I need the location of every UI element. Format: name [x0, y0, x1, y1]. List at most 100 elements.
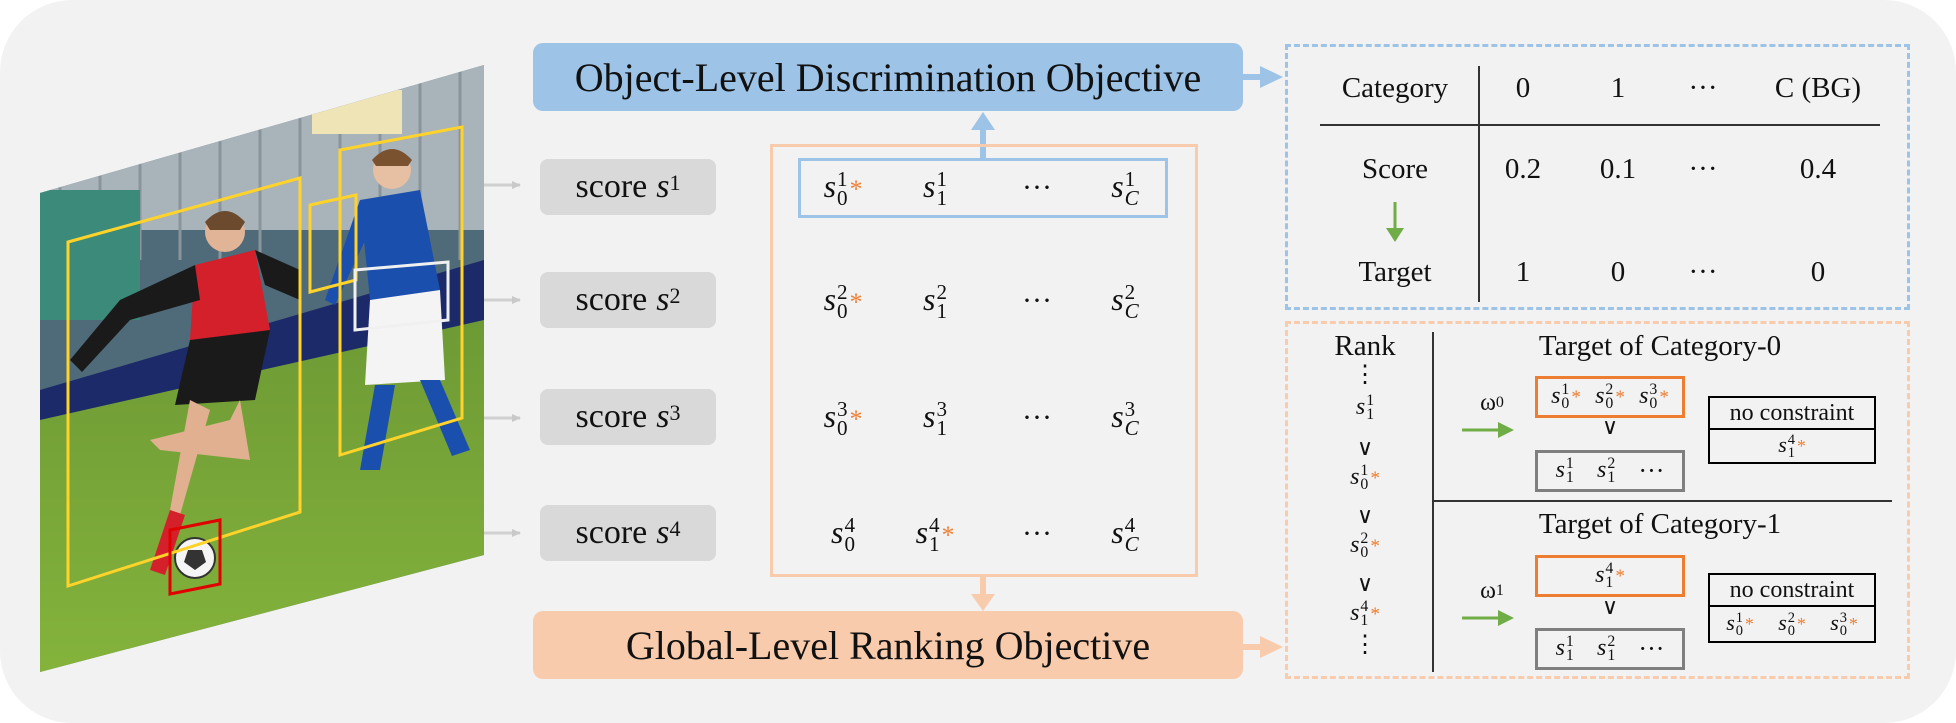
score-value: 0.4: [1799, 152, 1837, 185]
ranking-panel: [1285, 321, 1910, 679]
global-level-objective: Global-Level Ranking Objective: [533, 611, 1243, 679]
negative-ellipsis: ···: [1638, 456, 1665, 485]
target-value: ···: [1688, 255, 1718, 288]
matrix-dots: ···: [1022, 284, 1052, 317]
category-header: C (BG): [1774, 71, 1862, 104]
rank-ellipsis: ⋮: [1353, 361, 1377, 388]
score-label: score: [575, 398, 648, 435]
bbox-yellow-2: [338, 125, 464, 458]
score-var: s: [656, 398, 670, 435]
rank-ellipsis: ⋮: [1353, 631, 1377, 658]
score-index: 1: [669, 170, 681, 195]
rank-greater: ∨: [1356, 571, 1374, 596]
set-greater: ∨: [1601, 414, 1619, 439]
soccer-photo: [40, 65, 484, 672]
set-greater: ∨: [1601, 594, 1619, 619]
target-value: 0: [1810, 255, 1826, 288]
stadium-sign: [312, 90, 402, 134]
target-title: Target of Category-1: [1538, 507, 1782, 540]
rank-greater: ∨: [1356, 503, 1374, 528]
no-constraint-label: no constraint: [1708, 573, 1876, 607]
target-value: 0: [1610, 255, 1626, 288]
matrix-dots: ···: [1022, 171, 1052, 204]
bbox-red: [168, 518, 222, 596]
matrix-row-highlight: [798, 158, 1168, 218]
negative-ellipsis: ···: [1638, 634, 1665, 663]
score-label: score: [575, 514, 648, 551]
matrix-dots: ···: [1022, 401, 1052, 434]
target-value: 1: [1515, 255, 1531, 288]
table-header-rule: [1320, 124, 1880, 126]
soccer-player-blue: [325, 149, 470, 470]
matrix-dots: ···: [1022, 517, 1052, 550]
rank-divider: [1432, 332, 1434, 672]
stadium-banner-teal: [40, 190, 140, 320]
row-header-category: Category: [1341, 71, 1449, 104]
soccer-player-red: [70, 211, 300, 575]
category-header: 0: [1515, 71, 1531, 104]
row-header-target: Target: [1358, 255, 1432, 288]
score-label: score: [575, 281, 648, 318]
score-value: 0.1: [1599, 152, 1637, 185]
rank-greater: ∨: [1356, 435, 1374, 460]
score-index: 3: [669, 400, 681, 425]
target-title: Target of Category-0: [1538, 329, 1782, 362]
score-index: 4: [669, 516, 681, 541]
score-value: ···: [1688, 152, 1718, 185]
rank-header: Rank: [1334, 329, 1396, 362]
category-header: 1: [1610, 71, 1626, 104]
green-arrow-right-icon: [1462, 422, 1514, 438]
classification-panel: [1285, 44, 1910, 310]
score-var: s: [656, 514, 670, 551]
category-header: ···: [1688, 71, 1718, 104]
